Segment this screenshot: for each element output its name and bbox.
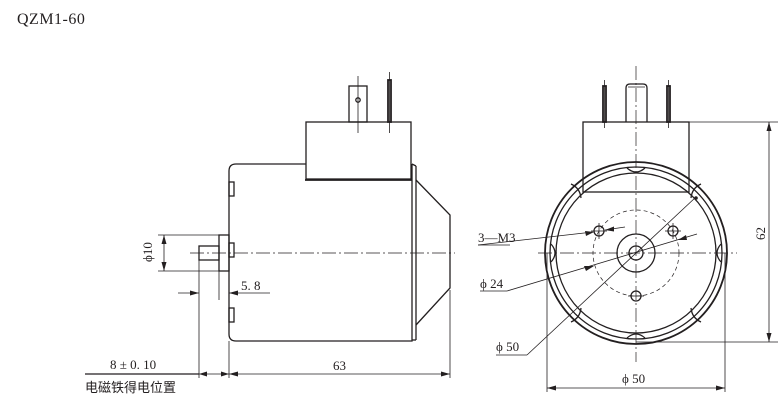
label-threads: 3—M3	[478, 230, 516, 245]
label-outer-diameter: ϕ 50	[496, 339, 519, 354]
dim-shaft-diameter: ϕ10	[140, 242, 155, 262]
dim-length: 63	[333, 358, 346, 373]
center-pin	[625, 83, 648, 122]
drawing-title: QZM1-60	[17, 11, 86, 28]
bore	[628, 245, 644, 261]
connector-housing	[305, 121, 412, 180]
dim-width: ϕ 50	[622, 371, 645, 386]
dim-height: 62	[753, 227, 768, 240]
dim-shaft-offset: 5. 8	[241, 278, 261, 293]
coil-body	[228, 163, 413, 342]
outer-ring	[544, 161, 728, 345]
note-energized-position: 电磁铁得电位置	[85, 380, 176, 395]
end-view: 3—M3 ϕ 24 ϕ 50 ϕ 50 62	[477, 66, 778, 392]
cone-end	[415, 179, 451, 326]
label-bolt-circle: ϕ 24	[480, 276, 504, 291]
dim-stroke: 8 ± 0. 10	[110, 357, 156, 372]
side-view: ϕ10 5. 8 8 ± 0. 10 电磁铁得电位置 63	[85, 72, 455, 395]
hub	[616, 233, 656, 273]
bolt-circle	[592, 209, 680, 297]
